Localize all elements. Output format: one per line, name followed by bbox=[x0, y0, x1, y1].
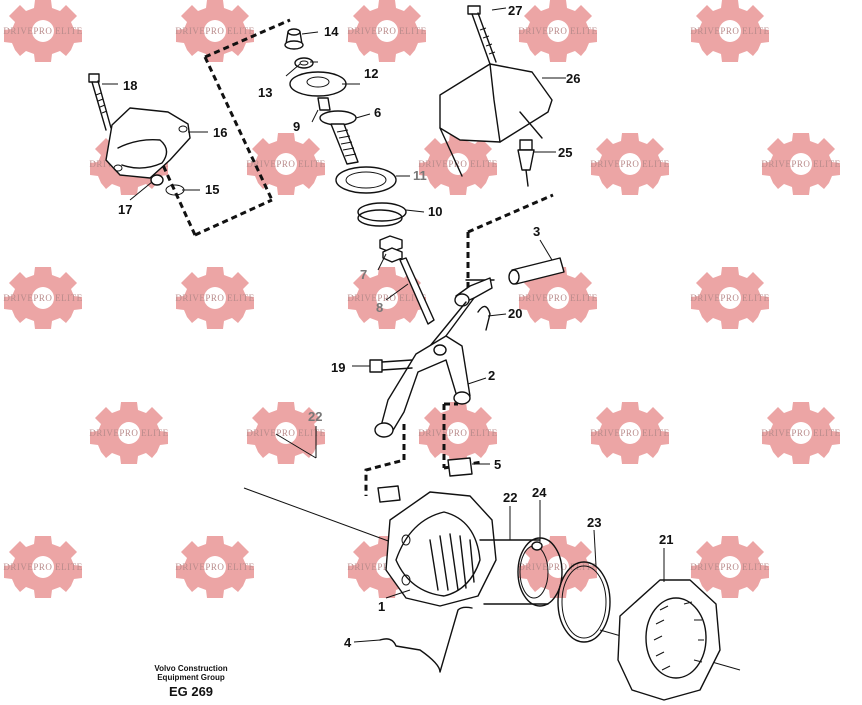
label-part-6: 6 bbox=[374, 105, 381, 120]
watermark-text: DRIVEPRO ELITE bbox=[690, 562, 769, 572]
caption-line-1: Volvo Construction bbox=[154, 664, 227, 673]
label-part-22-upper: 22 bbox=[308, 409, 322, 424]
spring-4 bbox=[379, 606, 473, 673]
watermark-text: DRIVEPRO ELITE bbox=[347, 26, 426, 36]
label-part-1: 1 bbox=[378, 599, 385, 614]
label-part-17: 17 bbox=[118, 202, 132, 217]
shaft-3 bbox=[508, 257, 565, 285]
watermark-text: DRIVEPRO ELITE bbox=[3, 293, 82, 303]
nut-7 bbox=[379, 235, 403, 263]
label-part-7: 7 bbox=[360, 267, 367, 282]
watermark-text: DRIVEPRO ELITE bbox=[761, 159, 840, 169]
watermark-text: DRIVEPRO ELITE bbox=[175, 293, 254, 303]
bolt-19 bbox=[369, 359, 413, 373]
label-part-20: 20 bbox=[508, 306, 522, 321]
diagram-art bbox=[88, 5, 741, 701]
ring-11 bbox=[335, 166, 397, 194]
watermark-text: DRIVEPRO ELITE bbox=[89, 428, 168, 438]
label-part-27: 27 bbox=[508, 3, 522, 18]
watermark-text: DRIVEPRO ELITE bbox=[590, 159, 669, 169]
watermark-text: DRIVEPRO ELITE bbox=[246, 428, 325, 438]
label-part-3: 3 bbox=[533, 224, 540, 239]
watermark-text: DRIVEPRO ELITE bbox=[175, 562, 254, 572]
screw-24 bbox=[531, 541, 543, 551]
shoe-22 bbox=[377, 485, 401, 503]
label-part-24: 24 bbox=[532, 485, 547, 500]
snap-ring-23 bbox=[557, 561, 611, 643]
bolt-18 bbox=[88, 73, 112, 131]
label-part-5: 5 bbox=[494, 457, 501, 472]
washer-13 bbox=[294, 57, 314, 69]
pin-6 bbox=[319, 110, 359, 165]
cover-16 bbox=[105, 107, 191, 179]
label-part-14: 14 bbox=[324, 24, 339, 39]
watermark-text: DRIVEPRO ELITE bbox=[690, 293, 769, 303]
watermark-text: DRIVEPRO ELITE bbox=[418, 428, 497, 438]
label-part-2: 2 bbox=[488, 368, 495, 383]
bolt-27 bbox=[467, 5, 497, 65]
label-part-4: 4 bbox=[344, 635, 352, 650]
watermark-text: DRIVEPRO ELITE bbox=[3, 26, 82, 36]
watermark-text: DRIVEPRO ELITE bbox=[418, 159, 497, 169]
o-ring-15 bbox=[165, 184, 185, 196]
watermark-text: DRIVEPRO ELITE bbox=[518, 26, 597, 36]
plug-17 bbox=[150, 174, 164, 186]
caption-line-2: Equipment Group bbox=[157, 673, 225, 682]
label-part-22-lower: 22 bbox=[503, 490, 517, 505]
watermark-text: DRIVEPRO ELITE bbox=[347, 293, 426, 303]
synchronizer-hub-1 bbox=[385, 491, 497, 607]
label-part-12: 12 bbox=[364, 66, 378, 81]
label-part-23: 23 bbox=[587, 515, 601, 530]
label-part-19: 19 bbox=[331, 360, 345, 375]
breather-14 bbox=[284, 28, 304, 50]
watermark-text: DRIVEPRO ELITE bbox=[761, 428, 840, 438]
label-part-21: 21 bbox=[659, 532, 673, 547]
spring-10 bbox=[357, 202, 407, 222]
caption-block: Volvo Construction Equipment Group EG 26… bbox=[154, 664, 227, 699]
clip-20 bbox=[477, 305, 491, 331]
pad-5 bbox=[447, 457, 473, 477]
label-part-13: 13 bbox=[258, 85, 272, 100]
label-part-9: 9 bbox=[293, 119, 300, 134]
watermark-text: DRIVEPRO ELITE bbox=[518, 562, 597, 572]
fork-2 bbox=[374, 335, 471, 438]
watermark-text: DRIVEPRO ELITE bbox=[246, 159, 325, 169]
watermark-text: DRIVEPRO ELITE bbox=[690, 26, 769, 36]
part-labels: 1 2 3 4 5 6 7 8 9 10 11 12 13 14 15 16 1… bbox=[118, 3, 673, 650]
label-part-16: 16 bbox=[213, 125, 227, 140]
rod-8 bbox=[399, 257, 435, 325]
cover-26 bbox=[439, 63, 553, 177]
diaphragm-12 bbox=[289, 71, 347, 97]
part-9 bbox=[317, 97, 331, 111]
label-part-8: 8 bbox=[376, 300, 383, 315]
label-part-18: 18 bbox=[123, 78, 137, 93]
watermark-text: DRIVEPRO ELITE bbox=[175, 26, 254, 36]
caption-code: EG 269 bbox=[169, 684, 213, 699]
ring-gear-21 bbox=[617, 579, 721, 701]
label-part-25: 25 bbox=[558, 145, 572, 160]
watermark-text: DRIVEPRO ELITE bbox=[590, 428, 669, 438]
label-part-11: 11 bbox=[413, 168, 427, 183]
watermark-text: DRIVEPRO ELITE bbox=[3, 562, 82, 572]
sensor-25 bbox=[517, 139, 535, 187]
label-part-15: 15 bbox=[205, 182, 219, 197]
label-part-10: 10 bbox=[428, 204, 442, 219]
label-part-26: 26 bbox=[566, 71, 580, 86]
watermark-text: DRIVEPRO ELITE bbox=[518, 293, 597, 303]
